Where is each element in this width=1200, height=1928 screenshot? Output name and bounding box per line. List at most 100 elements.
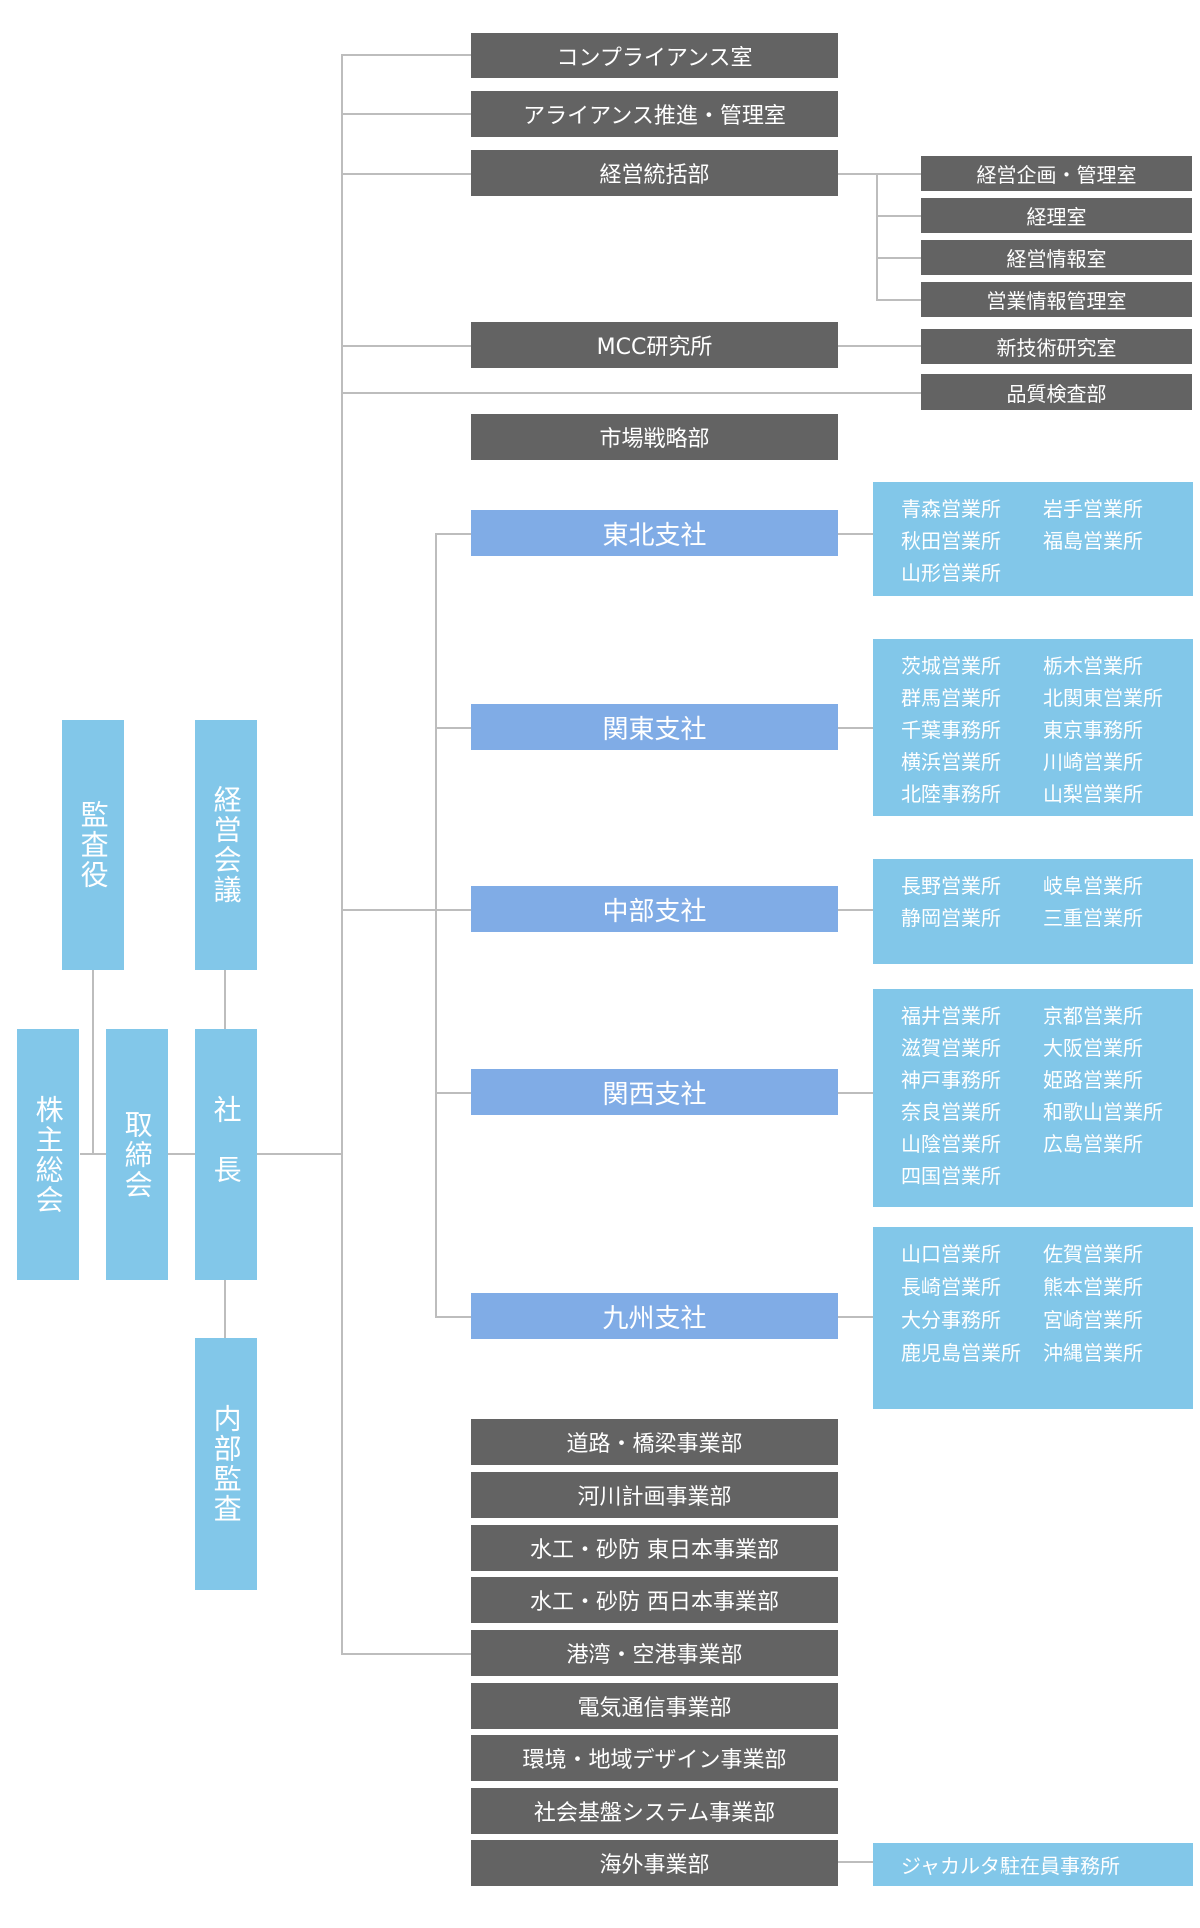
offices-kansai: 福井営業所 京都営業所 滋賀営業所 大阪営業所 神戸事務所 姫路営業所 奈良営業… <box>873 989 1193 1207</box>
office-item: 群馬営業所 <box>901 686 1001 710</box>
line-board-president <box>168 1153 196 1155</box>
division-water-west: 水工・砂防 西日本事業部 <box>471 1577 838 1623</box>
branch-chubu: 中部支社 <box>471 886 838 932</box>
hinshitsu-label: 品質検査部 <box>1006 381 1107 406</box>
dept-mcc-label: MCC研究所 <box>596 335 713 360</box>
dept-keiei: 経営統括部 <box>471 150 838 196</box>
division-label: 環境・地域デザイン事業部 <box>522 1748 787 1773</box>
kabunushi-label: 株主総会 <box>31 1094 65 1215</box>
office-item: 奈良営業所 <box>901 1100 1001 1124</box>
torishimariyaku-label: 取締会 <box>120 1109 154 1200</box>
office-line-tohoku <box>838 533 873 535</box>
overseas-sub-h <box>838 1861 873 1863</box>
branches-trunk <box>435 533 437 1317</box>
offices-kyushu: 山口営業所 佐賀営業所 長崎営業所 熊本営業所 大分事務所 宮崎営業所 鹿児島営… <box>873 1227 1193 1409</box>
division-label: 水工・砂防 西日本事業部 <box>530 1590 779 1615</box>
keiei-kaigi-box: 経営会議 <box>195 720 257 970</box>
division-label: 社会基盤システム事業部 <box>533 1801 776 1826</box>
branch-line-kyushu <box>435 1316 471 1318</box>
kabunushi-box: 株主総会 <box>17 1029 79 1280</box>
shacho-label: 社長 <box>209 1094 243 1215</box>
office-item: 静岡営業所 <box>901 906 1001 930</box>
offices-tohoku: 青森営業所 岩手営業所 秋田営業所 福島営業所 山形営業所 <box>873 482 1193 596</box>
branch-kansai: 関西支社 <box>471 1069 838 1115</box>
mcc-sub-label: 新技術研究室 <box>996 336 1117 360</box>
keiei-sub-1-label: 経営企画・管理室 <box>976 163 1137 187</box>
division-overseas: 海外事業部 <box>471 1840 838 1886</box>
keiei-sub-4 <box>876 299 921 301</box>
mcc-sub-h <box>838 345 921 347</box>
overseas-sub-label: ジャカルタ駐在員事務所 <box>901 1854 1120 1878</box>
keiei-sub-1: 経営企画・管理室 <box>921 156 1192 191</box>
office-item: 横浜営業所 <box>901 750 1001 774</box>
office-item: 秋田営業所 <box>901 529 1001 553</box>
division-infrastructure: 社会基盤システム事業部 <box>471 1788 838 1834</box>
division-port: 港湾・空港事業部 <box>471 1630 838 1676</box>
office-item: 長崎営業所 <box>901 1275 1001 1299</box>
office-item: 福井営業所 <box>901 1004 1001 1028</box>
keiei-sub-2-label: 経理室 <box>1026 205 1087 229</box>
office-item: 青森営業所 <box>901 497 1001 521</box>
torishimariyaku-box: 取締会 <box>106 1029 168 1280</box>
office-item: 東京事務所 <box>1043 718 1143 742</box>
office-line-kanto <box>838 727 873 729</box>
office-line-kyushu <box>838 1316 873 1318</box>
branch-hinshitsu <box>341 392 921 394</box>
office-item: 京都営業所 <box>1043 1004 1143 1028</box>
office-grid: 福井営業所 京都営業所 滋賀営業所 大阪営業所 神戸事務所 姫路営業所 奈良営業… <box>901 1000 1193 1192</box>
keiei-sub-4-label: 営業情報管理室 <box>986 289 1127 313</box>
shacho-box: 社長 <box>195 1029 257 1280</box>
branch-tohoku-label: 東北支社 <box>602 520 707 551</box>
keiei-kaigi-label: 経営会議 <box>209 785 243 905</box>
division-telecom: 電気通信事業部 <box>471 1683 838 1729</box>
kansayaku-label: 監査役 <box>76 800 110 890</box>
office-item: 山陰営業所 <box>901 1132 1001 1156</box>
office-item: 熊本営業所 <box>1043 1275 1143 1299</box>
branch-divisions <box>341 1653 471 1655</box>
office-item: 姫路営業所 <box>1043 1068 1143 1092</box>
division-water-east: 水工・砂防 東日本事業部 <box>471 1525 838 1571</box>
office-item: 岐阜営業所 <box>1043 874 1143 898</box>
keiei-sub-4-box: 営業情報管理室 <box>921 282 1192 317</box>
division-label: 港湾・空港事業部 <box>566 1643 743 1668</box>
office-item: 広島営業所 <box>1043 1132 1143 1156</box>
branch-compliance <box>341 54 471 56</box>
branch-chubu-label: 中部支社 <box>602 896 707 927</box>
overseas-sub-box: ジャカルタ駐在員事務所 <box>873 1843 1193 1886</box>
offices-chubu: 長野営業所 岐阜営業所 静岡営業所 三重営業所 <box>873 859 1193 964</box>
office-line-kansai <box>838 1092 873 1094</box>
office-item: 沖縄営業所 <box>1043 1341 1143 1365</box>
branch-line-tohoku <box>435 533 471 535</box>
branch-tohoku: 東北支社 <box>471 510 838 556</box>
office-item: 北関東営業所 <box>1043 686 1163 710</box>
office-item: 千葉事務所 <box>901 718 1001 742</box>
office-item: 大阪営業所 <box>1043 1036 1143 1060</box>
office-item: 三重営業所 <box>1043 906 1143 930</box>
dept-compliance-label: コンプライアンス室 <box>556 45 753 71</box>
office-grid: 長野営業所 岐阜営業所 静岡営業所 三重営業所 <box>901 870 1193 934</box>
office-item: 山形営業所 <box>901 561 1001 585</box>
branch-keiei <box>341 173 471 175</box>
division-label: 水工・砂防 東日本事業部 <box>530 1538 779 1563</box>
division-label: 電気通信事業部 <box>577 1696 732 1721</box>
naibu-kansa-box: 内部監査 <box>195 1338 257 1590</box>
branch-mcc <box>341 345 471 347</box>
office-item: 岩手営業所 <box>1043 497 1143 521</box>
office-item: 栃木営業所 <box>1043 654 1143 678</box>
line-president-audit <box>224 1279 226 1339</box>
office-item: 山梨営業所 <box>1043 782 1143 806</box>
dept-mcc: MCC研究所 <box>471 322 838 368</box>
dept-market: 市場戦略部 <box>471 414 838 460</box>
branch-line-chubu <box>435 909 471 911</box>
division-environment: 環境・地域デザイン事業部 <box>471 1735 838 1781</box>
keiei-sub-trunk <box>876 173 878 300</box>
keiei-sub-2 <box>876 215 921 217</box>
branch-kyushu: 九州支社 <box>471 1293 838 1339</box>
office-item: 佐賀営業所 <box>1043 1242 1143 1266</box>
main-trunk <box>341 54 343 1654</box>
office-item: 和歌山営業所 <box>1043 1100 1163 1124</box>
hinshitsu-box: 品質検査部 <box>921 374 1192 410</box>
branch-kyushu-label: 九州支社 <box>602 1303 707 1334</box>
line-council-president <box>224 968 226 1030</box>
dept-compliance: コンプライアンス室 <box>471 33 838 78</box>
